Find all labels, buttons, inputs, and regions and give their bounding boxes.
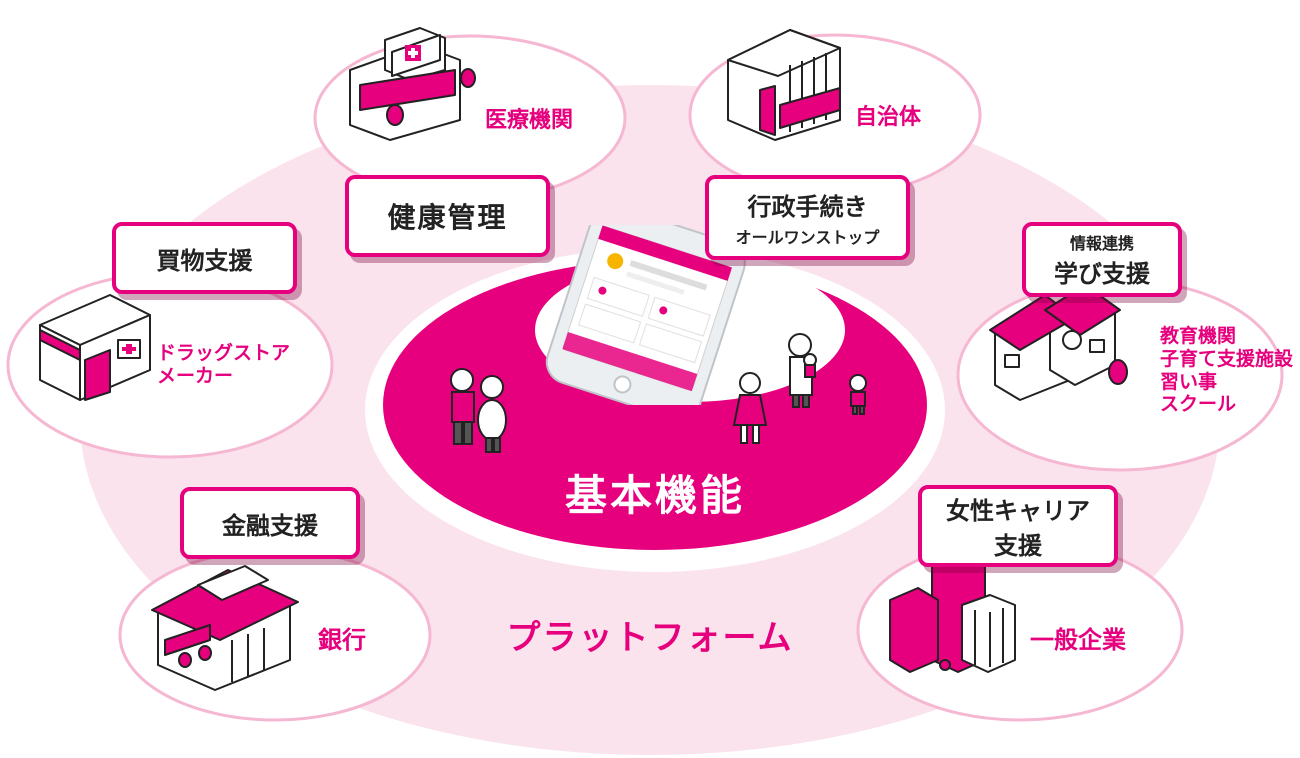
childcare-facilities-label: 子育て支援施設 xyxy=(1160,347,1294,370)
school-icon xyxy=(989,284,1128,401)
hospital-icon xyxy=(349,27,476,141)
admin-procedures-box: 行政手続き オールワンストップ xyxy=(705,175,910,260)
info-link-label: 情報連携 xyxy=(1069,234,1134,253)
platform-label: プラットフォーム xyxy=(506,618,794,658)
school-label: スクール xyxy=(1160,393,1237,416)
finance-support-box: 金融支援 xyxy=(180,487,360,559)
finance-support-label: 金融支援 xyxy=(222,511,318,540)
career-support-line2: 支援 xyxy=(994,532,1042,560)
info-learning-box: 情報連携 学び支援 xyxy=(1022,222,1182,297)
office-building-icon xyxy=(889,539,1016,673)
shopping-support-box: 買物支援 xyxy=(112,222,297,294)
bank-icon xyxy=(151,565,299,691)
lessons-label: 習い事 xyxy=(1160,370,1218,393)
health-management-box: 健康管理 xyxy=(345,175,550,257)
medical-institutions-label: 医療機関 xyxy=(485,108,574,133)
drugstore-maker-label: ドラッグストア メーカー xyxy=(157,342,290,388)
municipality-label: 自治体 xyxy=(855,105,922,130)
admin-procedures-label: 行政手続き xyxy=(747,193,868,221)
drugstore-label: ドラッグストア xyxy=(157,342,291,364)
learning-support-label: 学び支援 xyxy=(1054,260,1150,288)
education-institutions-label: 教育機関 xyxy=(1160,325,1237,347)
core-features-title: 基本機能 xyxy=(564,471,745,520)
city-hall-icon xyxy=(727,29,841,141)
career-support-line1: 女性キャリア xyxy=(946,497,1090,525)
shopping-support-label: 買物支援 xyxy=(156,246,253,275)
maker-label: メーカー xyxy=(157,364,234,387)
career-support-box: 女性キャリア 支援 xyxy=(918,485,1118,567)
health-management-label: 健康管理 xyxy=(387,201,508,234)
smartphone-app-icon xyxy=(545,225,746,405)
company-label: 一般企業 xyxy=(1030,626,1126,654)
admin-procedures-sublabel: オールワンストップ xyxy=(735,228,880,247)
drugstore-icon xyxy=(39,294,151,401)
education-list: 教育機関 子育て支援施設 習い事 スクール xyxy=(1160,325,1293,416)
bank-label: 銀行 xyxy=(318,626,366,654)
